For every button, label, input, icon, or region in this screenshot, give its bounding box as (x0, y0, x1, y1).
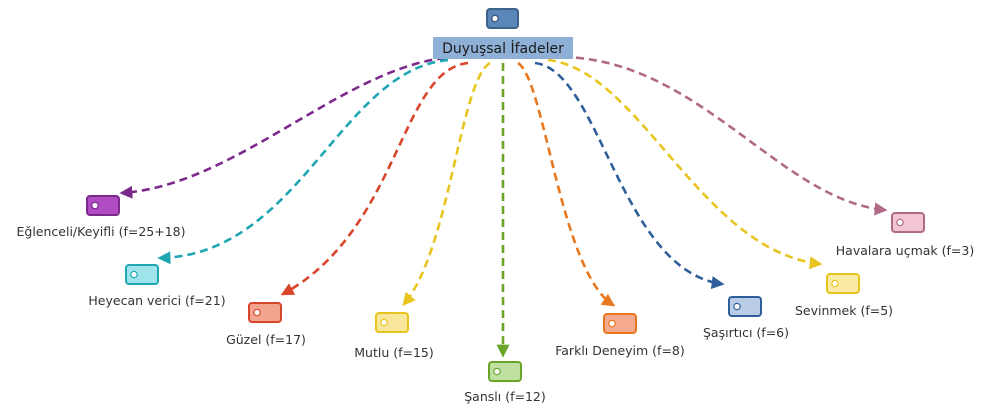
node-sasirtici[interactable]: Şaşırtıcı (f=6) (703, 296, 789, 340)
node-label-havalara: Havalara uçmak (f=3) (836, 243, 974, 258)
tag-icon (488, 361, 522, 382)
node-havalara[interactable]: Havalara uçmak (f=3) (836, 212, 974, 258)
node-eglenceli[interactable]: Eğlenceli/Keyifli (f=25+18) (16, 195, 186, 239)
tag-icon (728, 296, 762, 317)
node-label-sansli: Şanslı (f=12) (464, 389, 545, 404)
node-layer: Eğlenceli/Keyifli (f=25+18) Heyecan veric… (16, 195, 974, 404)
connector-heyecan (157, 58, 449, 265)
tag-icon (826, 273, 860, 294)
connector-mutlu (402, 61, 491, 306)
node-sevinmek[interactable]: Sevinmek (f=5) (795, 273, 893, 318)
connector-layer (119, 55, 888, 358)
connector-sevinmek (547, 58, 823, 270)
node-label-mutlu: Mutlu (f=15) (354, 345, 434, 360)
connector-eglenceli (119, 55, 459, 199)
node-label-sevinmek: Sevinmek (f=5) (795, 303, 893, 318)
node-farkli[interactable]: Farklı Deneyim (f=8) (555, 313, 685, 358)
connector-sasirtici (534, 61, 725, 290)
connector-farkli (517, 61, 616, 307)
tag-icon (486, 8, 519, 29)
root-node[interactable]: Duyuşsal İfadeler (433, 8, 573, 59)
root-label-highlight (433, 37, 573, 59)
tag-icon (891, 212, 925, 233)
node-heyecan[interactable]: Heyecan verici (f=21) (88, 264, 226, 308)
connector-havalara (562, 55, 888, 216)
tag-icon (125, 264, 159, 285)
connector-guzel (280, 61, 469, 296)
node-label-eglenceli: Eğlenceli/Keyifli (f=25+18) (16, 224, 185, 239)
tag-icon (375, 312, 409, 333)
node-mutlu[interactable]: Mutlu (f=15) (354, 312, 434, 360)
node-label-sasirtici: Şaşırtıcı (f=6) (703, 325, 789, 340)
node-guzel[interactable]: Güzel (f=17) (226, 302, 306, 347)
node-label-guzel: Güzel (f=17) (226, 332, 306, 347)
tag-icon (603, 313, 637, 334)
node-label-farkli: Farklı Deneyim (f=8) (555, 343, 685, 358)
tag-icon (86, 195, 120, 216)
tag-icon (248, 302, 282, 323)
root-label: Duyuşsal İfadeler (442, 39, 564, 57)
node-label-heyecan: Heyecan verici (f=21) (88, 293, 225, 308)
node-sansli[interactable]: Şanslı (f=12) (464, 361, 546, 404)
